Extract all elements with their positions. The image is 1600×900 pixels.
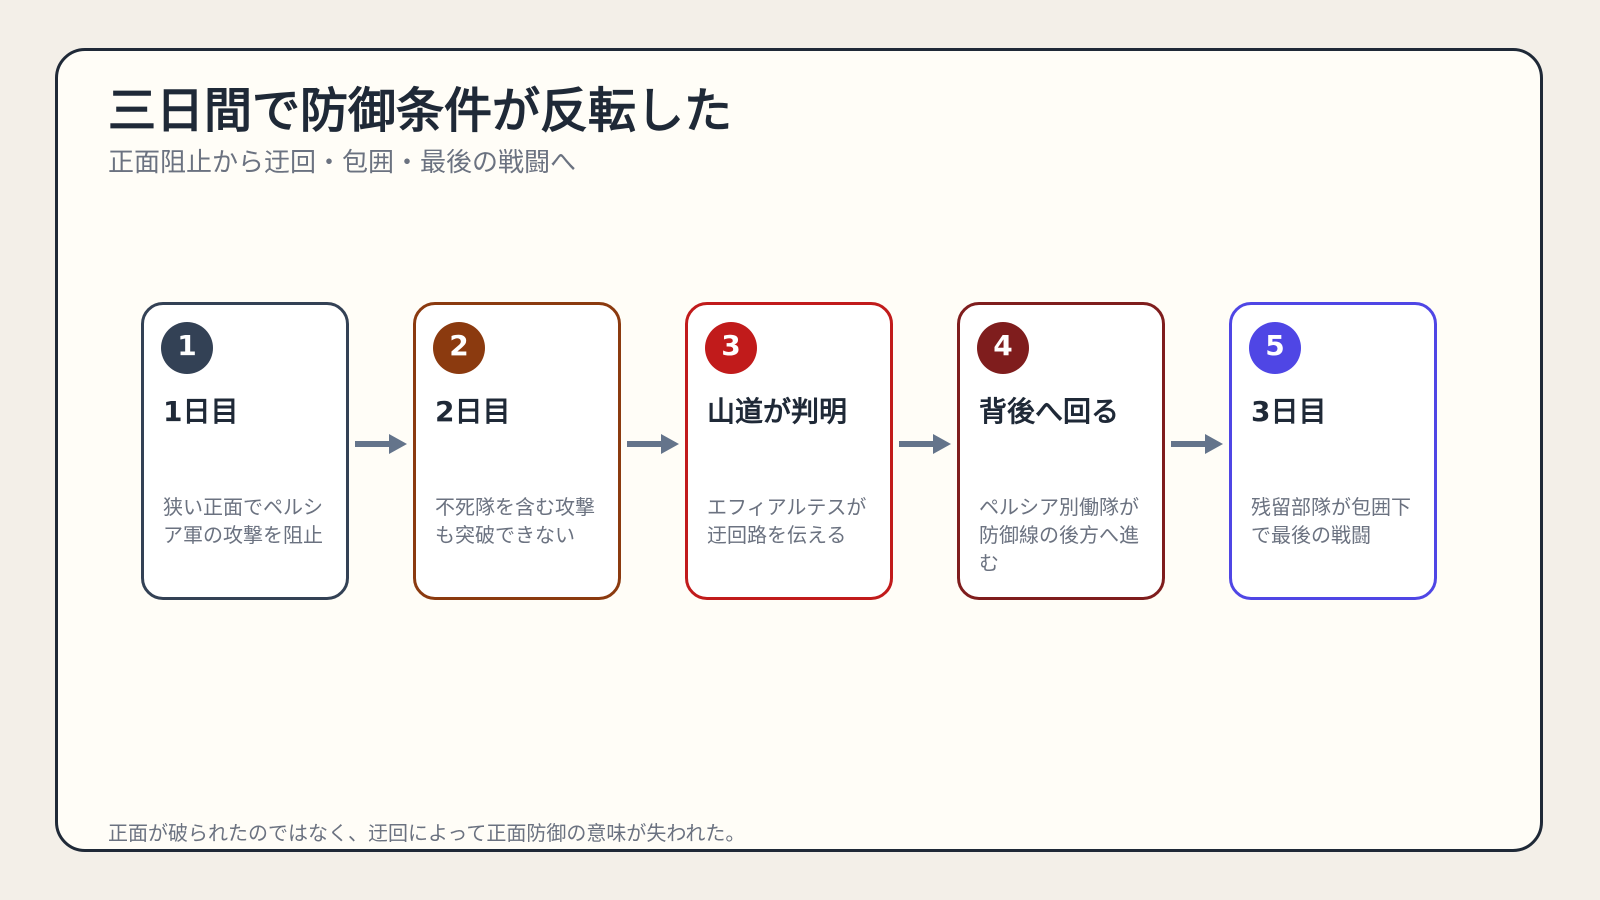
step-description: 残留部隊が包囲下で最後の戦闘 (1251, 495, 1411, 547)
step-number-badge: 1 (161, 322, 213, 374)
diagram-panel: 三日間で防御条件が反転した 正面阻止から迂回・包囲・最後の戦闘へ 1 1日目 狭… (55, 48, 1543, 852)
arrow-right-icon (1171, 434, 1223, 454)
page-subtitle: 正面阻止から迂回・包囲・最後の戦闘へ (108, 148, 577, 178)
step-card-4: 4 背後へ回る ペルシア別働隊が防御線の後方へ進む (957, 302, 1165, 600)
step-card-1: 1 1日目 狭い正面でペルシア軍の攻撃を阻止 (141, 302, 349, 600)
arrow-right-icon (355, 434, 407, 454)
step-card-2: 2 2日目 不死隊を含む攻撃も突破できない (413, 302, 621, 600)
arrow-right-icon (627, 434, 679, 454)
step-description: エフィアルテスが迂回路を伝える (707, 495, 867, 547)
step-description: ペルシア別働隊が防御線の後方へ進む (979, 495, 1139, 575)
step-number-badge: 4 (977, 322, 1029, 374)
page-title: 三日間で防御条件が反転した (108, 83, 733, 139)
step-number-badge: 2 (433, 322, 485, 374)
arrow-right-icon (899, 434, 951, 454)
step-description: 不死隊を含む攻撃も突破できない (435, 495, 595, 547)
step-title: 3日目 (1251, 395, 1327, 428)
step-title: 2日目 (435, 395, 511, 428)
footer-note: 正面が破られたのではなく、迂回によって正面防御の意味が失われた。 (108, 821, 746, 845)
step-card-5: 5 3日目 残留部隊が包囲下で最後の戦闘 (1229, 302, 1437, 600)
step-number-badge: 3 (705, 322, 757, 374)
step-description: 狭い正面でペルシア軍の攻撃を阻止 (163, 495, 323, 547)
step-card-3: 3 山道が判明 エフィアルテスが迂回路を伝える (685, 302, 893, 600)
step-title: 1日目 (163, 395, 239, 428)
step-number-badge: 5 (1249, 322, 1301, 374)
step-title: 山道が判明 (707, 395, 848, 428)
step-title: 背後へ回る (979, 395, 1120, 428)
